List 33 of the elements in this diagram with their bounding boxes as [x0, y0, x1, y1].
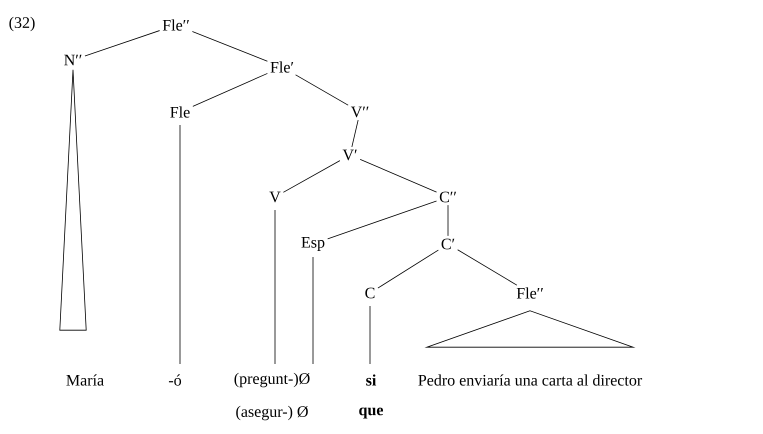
category-label: C — [365, 288, 374, 298]
triangle-drawing — [59, 69, 87, 331]
branch-line — [327, 200, 437, 240]
branch-line — [312, 256, 314, 364]
category-label: V′′ — [350, 106, 368, 118]
category-label: Esp — [301, 237, 324, 251]
branch-line — [457, 249, 518, 286]
category-label: C′′ — [440, 192, 456, 202]
terminal-word: que — [359, 407, 384, 419]
branch-line — [274, 210, 276, 364]
terminal-word: Pedro enviaría una carta al director — [418, 374, 642, 386]
example-number: (32) — [9, 16, 35, 32]
branch-line — [84, 30, 160, 56]
category-label: Fle′′ — [162, 19, 189, 31]
terminal-word: (asegur-) Ø — [236, 406, 308, 420]
terminal-word: -ó — [168, 374, 182, 386]
branch-line — [192, 73, 268, 107]
terminal-word: (pregunt-)Ø — [234, 372, 310, 388]
category-label: Fle′ — [270, 61, 294, 73]
category-label: Fle — [170, 106, 190, 118]
branch-line — [378, 250, 439, 288]
category-label: C′ — [442, 238, 454, 250]
terminal-word: si — [366, 374, 376, 386]
category-label: N′′ — [64, 54, 82, 66]
category-label: V′ — [342, 150, 357, 160]
branch-line — [282, 160, 340, 193]
category-label: Fle′′ — [516, 287, 543, 299]
terminal-word: María — [66, 374, 104, 386]
branch-line — [295, 74, 349, 106]
branch-line — [351, 120, 359, 148]
category-label: V — [269, 192, 281, 202]
branch-line — [360, 158, 437, 192]
branch-line — [192, 31, 268, 62]
